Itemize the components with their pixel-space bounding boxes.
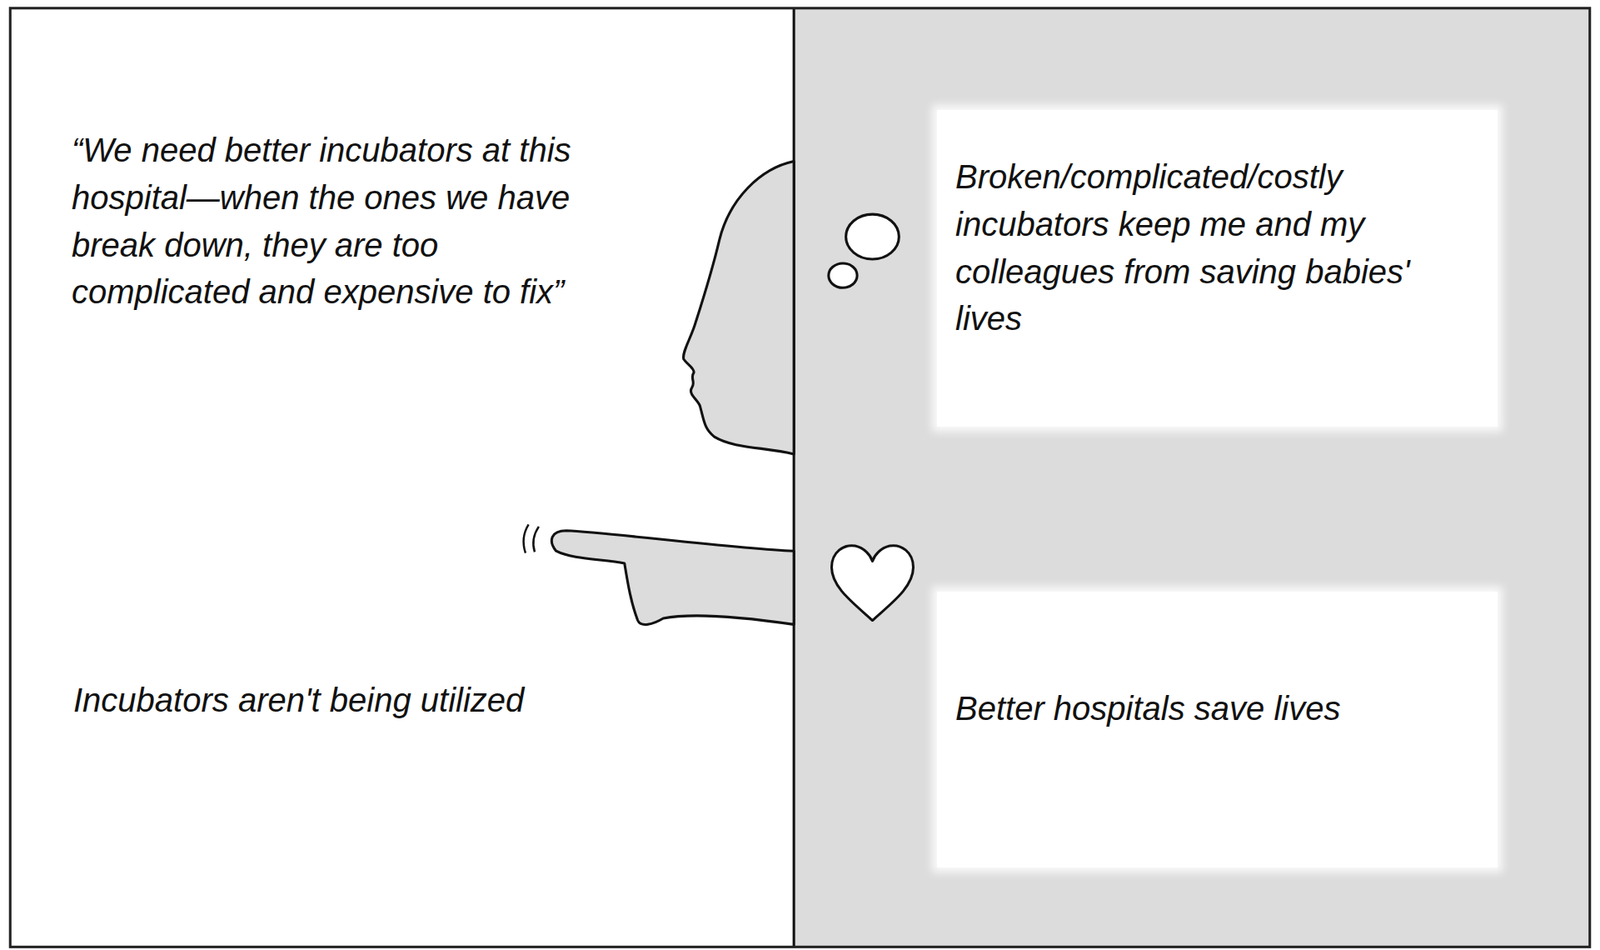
motion-lines: [523, 523, 539, 553]
box-text: Broken/complicated/costly incubators kee…: [955, 153, 1480, 343]
outer-frame: [9, 8, 1590, 948]
note-box: Better hospitals save lives: [937, 591, 1498, 868]
pointing-hand: [551, 530, 794, 625]
divider-line: [792, 8, 796, 948]
thought-bubble: [828, 263, 858, 288]
head-silhouette: [683, 160, 795, 454]
note-text: Incubators aren't being utilized: [73, 676, 574, 724]
heart-symbol: [831, 545, 913, 621]
box-text: Better hospitals save lives: [955, 684, 1480, 733]
right-panel: [793, 8, 1591, 948]
note-box: Broken/complicated/costly incubators kee…: [937, 109, 1498, 427]
quote-text: “We need better incubators at this hospi…: [71, 126, 622, 316]
thought-bubble: [846, 214, 900, 260]
